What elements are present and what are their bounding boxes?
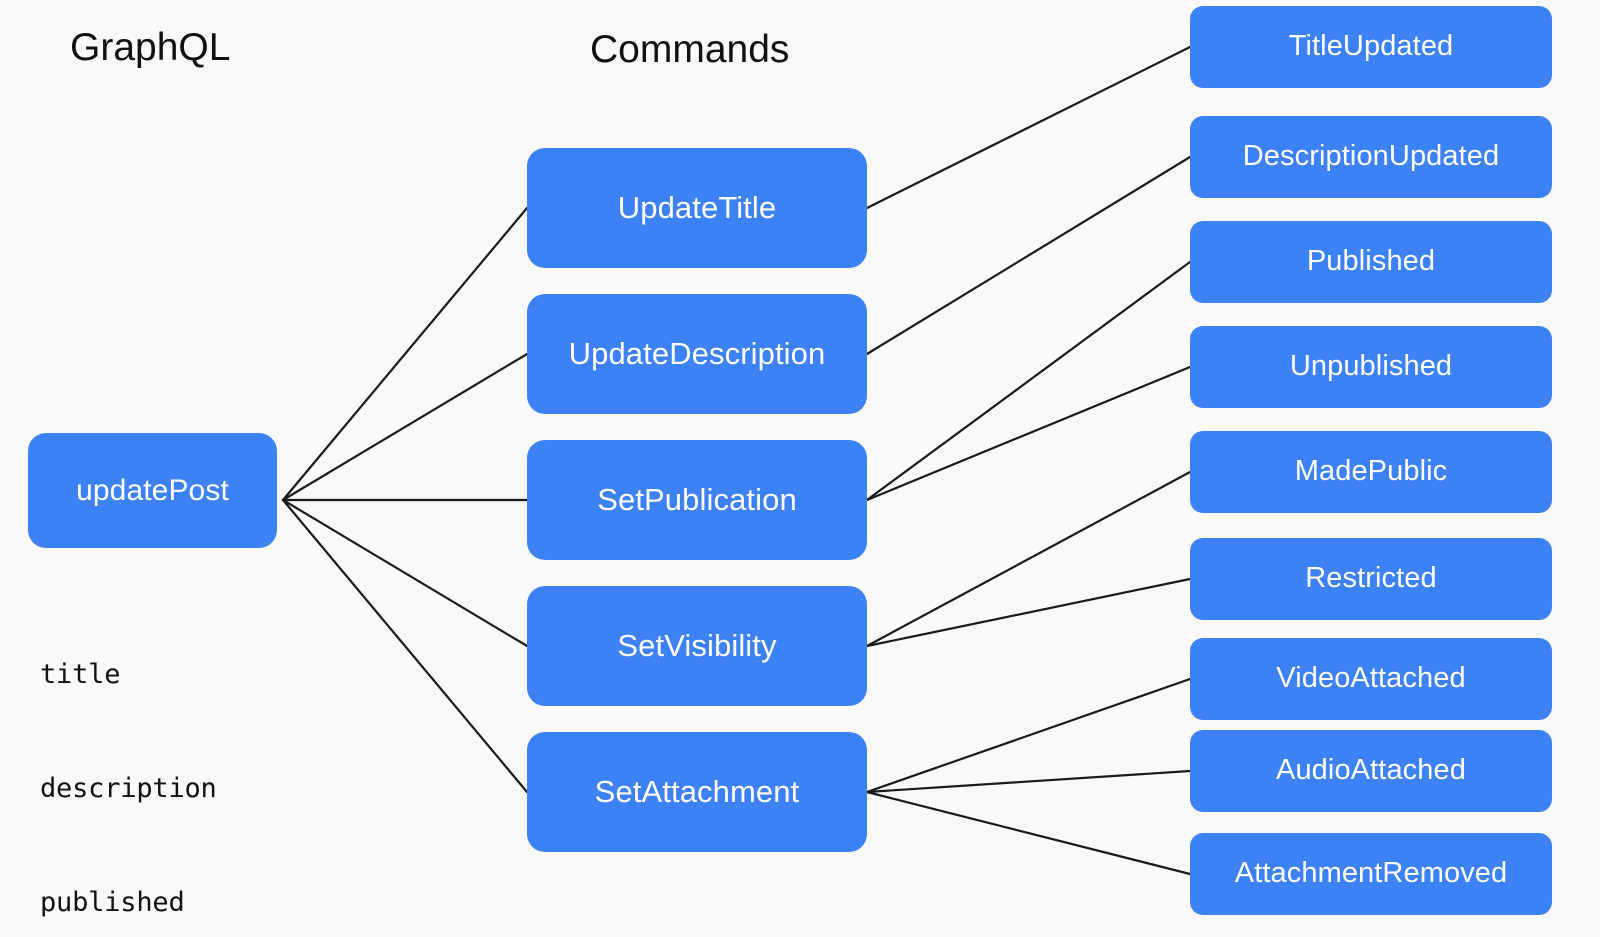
- event-node-attachmentremoved[interactable]: AttachmentRemoved: [1190, 833, 1552, 915]
- graphql-mutation-node-updatepost[interactable]: updatePost: [28, 433, 277, 548]
- event-node-videoattached[interactable]: VideoAttached: [1190, 638, 1552, 720]
- graphql-field-published: published: [40, 887, 185, 918]
- command-node-setattachment[interactable]: SetAttachment: [527, 732, 867, 852]
- event-node-published[interactable]: Published: [1190, 221, 1552, 303]
- graphql-field-list: title description published rewardId att…: [40, 580, 233, 937]
- event-node-titleupdated[interactable]: TitleUpdated: [1190, 6, 1552, 88]
- event-node-madepublic[interactable]: MadePublic: [1190, 431, 1552, 513]
- command-node-updatetitle[interactable]: UpdateTitle: [527, 148, 867, 268]
- section-title-commands: Commands: [590, 28, 790, 71]
- graphql-field-description: description: [40, 773, 217, 804]
- event-node-unpublished[interactable]: Unpublished: [1190, 326, 1552, 408]
- event-node-restricted[interactable]: Restricted: [1190, 538, 1552, 620]
- section-title-graphql: GraphQL: [70, 26, 231, 69]
- event-node-audioattached[interactable]: AudioAttached: [1190, 730, 1552, 812]
- command-node-setpublication[interactable]: SetPublication: [527, 440, 867, 560]
- event-node-descriptionupdated[interactable]: DescriptionUpdated: [1190, 116, 1552, 198]
- command-node-updatedescription[interactable]: UpdateDescription: [527, 294, 867, 414]
- command-node-setvisibility[interactable]: SetVisibility: [527, 586, 867, 706]
- graphql-field-title: title: [40, 659, 121, 690]
